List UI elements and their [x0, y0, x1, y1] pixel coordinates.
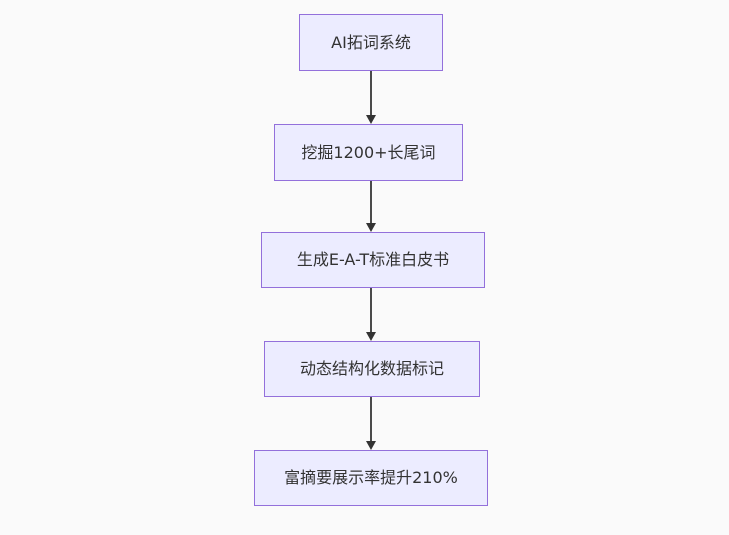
arrow-head-icon — [366, 332, 376, 341]
flow-node-structured-data-markup: 动态结构化数据标记 — [264, 341, 480, 397]
flow-arrow-3 — [366, 288, 376, 341]
arrow-head-icon — [366, 441, 376, 450]
flow-node-label: 富摘要展示率提升210% — [284, 468, 458, 487]
flow-arrow-1 — [366, 71, 376, 124]
flow-arrow-4 — [366, 397, 376, 450]
flow-node-ai-word-expansion: AI拓词系统 — [299, 14, 443, 71]
flow-node-longtail-mining: 挖掘1200+长尾词 — [274, 124, 463, 181]
arrow-line — [370, 397, 372, 443]
arrow-head-icon — [366, 223, 376, 232]
flow-node-eat-whitepaper: 生成E-A-T标准白皮书 — [261, 232, 485, 288]
arrow-line — [370, 181, 372, 225]
flow-node-label: AI拓词系统 — [331, 32, 411, 52]
flow-node-label: 挖掘1200+长尾词 — [301, 142, 436, 162]
flow-node-rich-snippet-result: 富摘要展示率提升210% — [254, 450, 488, 506]
flow-node-label: 动态结构化数据标记 — [299, 359, 444, 378]
flow-arrow-2 — [366, 181, 376, 232]
flow-node-label: 生成E-A-T标准白皮书 — [296, 250, 450, 269]
arrow-line — [370, 288, 372, 334]
arrow-line — [370, 71, 372, 117]
arrow-head-icon — [366, 115, 376, 124]
